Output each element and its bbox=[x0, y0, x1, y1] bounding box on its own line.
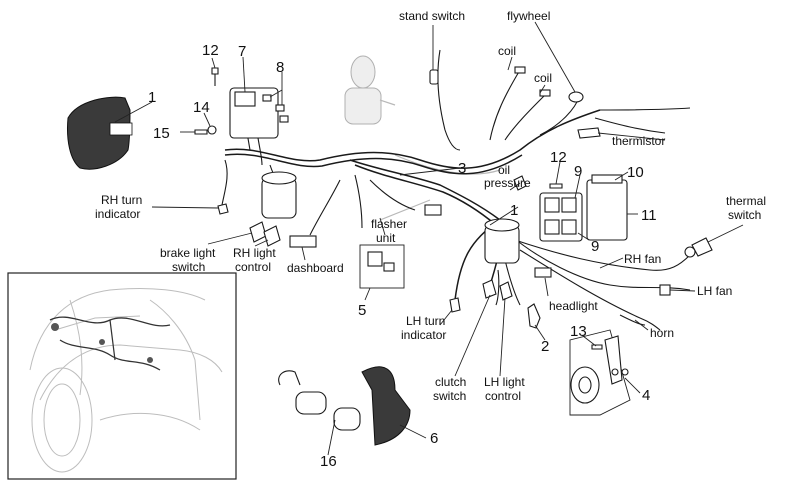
middle-connector bbox=[424, 204, 442, 216]
background-engine-parts bbox=[344, 55, 501, 221]
label-flasher-1: flasher bbox=[371, 217, 407, 231]
label-lh-turn-1: LH turn bbox=[406, 314, 445, 328]
label-lh-turn-2: indicator bbox=[401, 328, 446, 342]
label-lh-light-1: LH light bbox=[484, 375, 525, 389]
flywheel-connector bbox=[568, 91, 584, 103]
screw-part-12 bbox=[211, 67, 219, 75]
label-clutch-switch-2: switch bbox=[433, 389, 466, 403]
relay-box-part-1 bbox=[539, 192, 583, 242]
stand-switch-connector bbox=[429, 69, 439, 85]
label-horn: horn bbox=[650, 326, 674, 340]
callout-16: 16 bbox=[320, 453, 337, 470]
callout-10: 10 bbox=[627, 164, 644, 181]
label-lh-fan: LH fan bbox=[697, 284, 732, 298]
dashboard-connector bbox=[289, 235, 317, 248]
label-rh-turn-1: RH turn bbox=[101, 193, 142, 207]
cover-part-1 bbox=[67, 96, 131, 170]
callout-9-bottom: 9 bbox=[591, 238, 599, 255]
label-stand-switch: stand switch bbox=[399, 9, 465, 23]
lh-connector-block bbox=[449, 218, 520, 313]
label-thermal-switch-2: switch bbox=[728, 208, 761, 222]
callout-8: 8 bbox=[276, 59, 284, 76]
motorcycle-inset bbox=[7, 272, 237, 480]
label-brake-light-1: brake light bbox=[160, 246, 216, 260]
callout-12-right: 12 bbox=[550, 149, 567, 166]
clip-part-2 bbox=[527, 303, 541, 329]
callout-14: 14 bbox=[193, 99, 210, 116]
flasher-unit-part-5 bbox=[359, 244, 405, 289]
part-number-callouts: 1 1 2 3 4 5 6 7 8 9 9 10 11 12 12 13 14 … bbox=[148, 42, 657, 470]
components bbox=[67, 66, 713, 446]
label-clutch-switch-1: clutch bbox=[435, 375, 466, 389]
thermistor-part bbox=[577, 127, 601, 139]
label-flywheel: flywheel bbox=[507, 9, 550, 23]
leader-lines bbox=[114, 21, 744, 456]
callout-13: 13 bbox=[570, 323, 587, 340]
callout-5: 5 bbox=[358, 302, 366, 319]
callout-1-left: 1 bbox=[148, 89, 156, 106]
callout-9-top: 9 bbox=[574, 163, 582, 180]
label-rh-fan: RH fan bbox=[624, 252, 661, 266]
rh-connector-block bbox=[217, 171, 297, 247]
label-rh-light-1: RH light bbox=[233, 246, 276, 260]
bracket-part-6 bbox=[361, 366, 411, 446]
connector-part-16 bbox=[278, 370, 361, 431]
callout-4: 4 bbox=[642, 387, 650, 404]
label-flasher-2: unit bbox=[376, 231, 396, 245]
fuse-part-8 bbox=[262, 94, 272, 102]
thermal-switch-part bbox=[684, 237, 713, 258]
label-rh-light-2: control bbox=[235, 260, 271, 274]
callout-3: 3 bbox=[458, 160, 466, 177]
label-oil-pressure-2: pressure bbox=[484, 176, 531, 190]
label-brake-light-2: switch bbox=[172, 260, 205, 274]
label-dashboard: dashboard bbox=[287, 261, 344, 275]
callout-15: 15 bbox=[153, 125, 170, 142]
label-thermal-switch-1: thermal bbox=[726, 194, 766, 208]
grommet-part-14 bbox=[207, 125, 217, 135]
callout-2: 2 bbox=[541, 338, 549, 355]
callout-11: 11 bbox=[641, 207, 657, 224]
label-headlight: headlight bbox=[549, 299, 598, 313]
callout-7: 7 bbox=[238, 43, 246, 60]
label-coil-1: coil bbox=[498, 44, 516, 58]
callout-6: 6 bbox=[430, 430, 438, 447]
label-coil-2: coil bbox=[534, 71, 552, 85]
horn-part-4 bbox=[569, 329, 631, 416]
control-module-part-10 bbox=[586, 174, 628, 241]
label-thermistor: thermistor bbox=[612, 134, 665, 148]
label-lh-light-2: control bbox=[485, 389, 521, 403]
text-labels: stand switch flywheel coil coil thermist… bbox=[95, 9, 766, 403]
label-rh-turn-2: indicator bbox=[95, 207, 140, 221]
callout-1-right: 1 bbox=[510, 202, 518, 219]
callout-12-left: 12 bbox=[202, 42, 219, 59]
label-oil-pressure-1: oil bbox=[498, 163, 510, 177]
bolt-part-15 bbox=[194, 129, 208, 135]
